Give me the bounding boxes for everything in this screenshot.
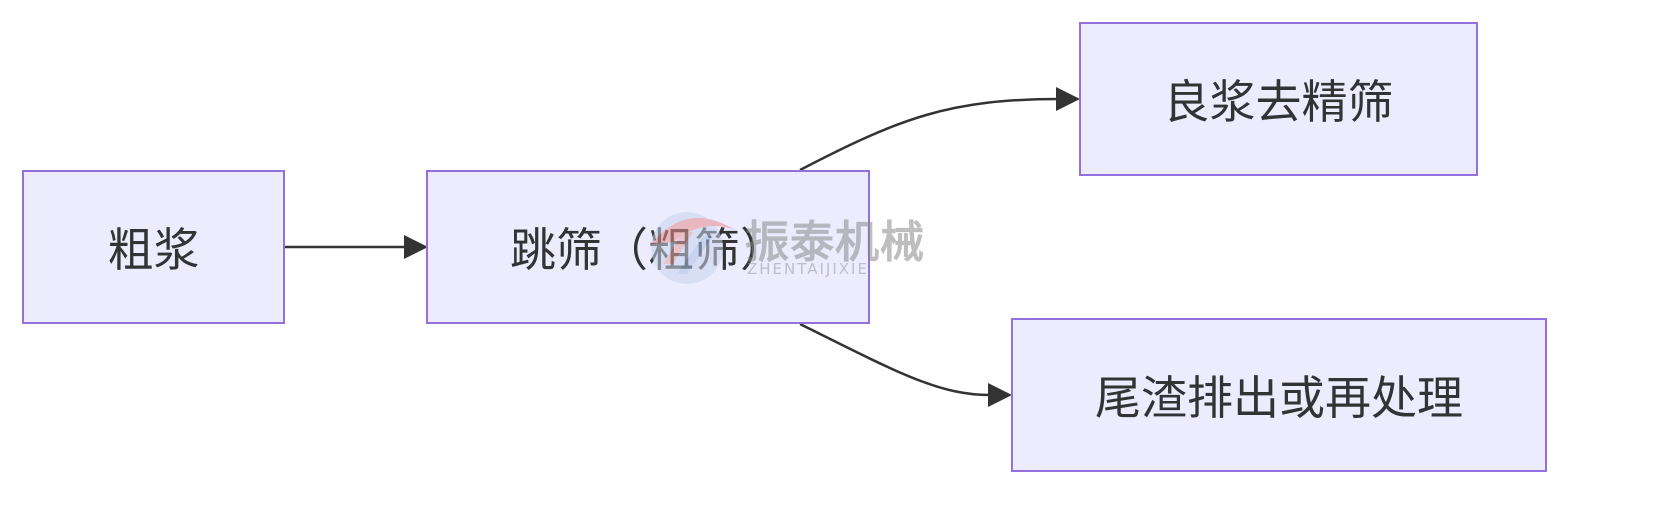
node-crude-pulp-label: 粗浆 bbox=[107, 223, 200, 277]
node-crude-pulp: 粗浆 bbox=[22, 170, 285, 324]
node-jig-screen-label: 跳筛（粗筛） bbox=[510, 223, 786, 277]
watermark-name-cn: 振泰机械 bbox=[745, 217, 925, 268]
node-tailings-label: 尾渣排出或再处理 bbox=[1095, 371, 1463, 425]
node-good-pulp: 良浆去精筛 bbox=[1079, 22, 1478, 176]
arrowhead-jig-to-good bbox=[1056, 87, 1080, 111]
watermark: 振泰机械 ZHENTAIJIXIE bbox=[635, 196, 935, 296]
edge-jig-to-tail bbox=[799, 322, 991, 397]
arrowhead-jig-to-tail bbox=[988, 383, 1012, 407]
watermark-name-en: ZHENTAIJIXIE bbox=[747, 260, 869, 278]
node-good-pulp-label: 良浆去精筛 bbox=[1163, 75, 1394, 129]
watermark-logo-icon bbox=[651, 212, 735, 284]
node-tailings: 尾渣排出或再处理 bbox=[1011, 318, 1547, 472]
node-jig-screen: 跳筛（粗筛） bbox=[426, 170, 870, 324]
arrowhead-crude-to-jig bbox=[404, 235, 428, 259]
edge-jig-to-good bbox=[799, 97, 1061, 172]
